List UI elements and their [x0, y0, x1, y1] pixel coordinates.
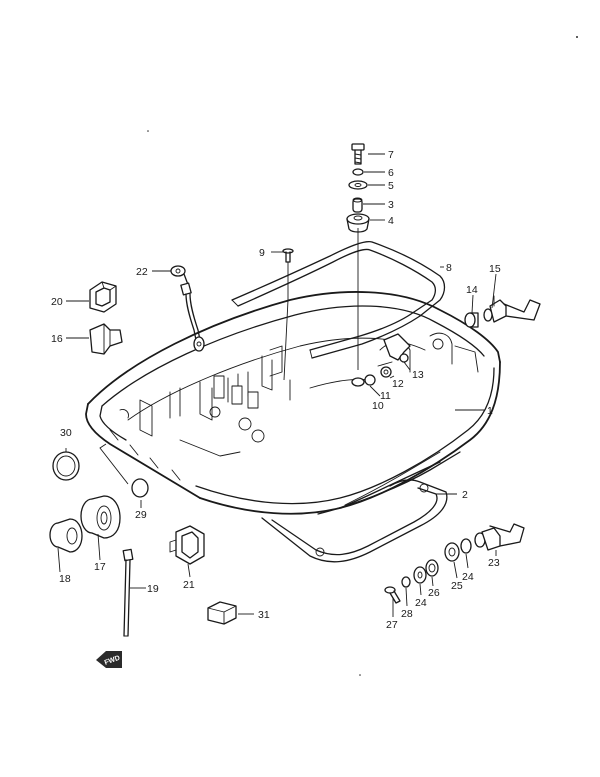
- screw-part-9: [282, 248, 294, 263]
- label-26: 26: [428, 587, 440, 599]
- label-9: 9: [259, 247, 265, 259]
- cable-tie-part-19: [122, 548, 134, 637]
- leader-lines: [57, 153, 497, 617]
- label-5: 5: [388, 180, 394, 192]
- gasket-part-2: [261, 479, 448, 563]
- label-27: 27: [386, 619, 398, 631]
- collar-part-3: [352, 197, 363, 213]
- label-21: 21: [183, 579, 195, 591]
- washer-part-6: [352, 168, 364, 176]
- ground-wire-part-22: [170, 265, 205, 352]
- label-24-lower: 24: [415, 597, 427, 609]
- label-23: 23: [488, 557, 500, 569]
- bolt-part-27: [384, 586, 401, 604]
- bracket-parts-10-13: [351, 333, 411, 387]
- label-8: 8: [446, 262, 452, 274]
- washer-part-5: [348, 180, 368, 190]
- lever-part-15: [483, 295, 541, 323]
- label-28: 28: [401, 608, 413, 620]
- label-31: 31: [258, 609, 270, 621]
- label-3: 3: [388, 199, 394, 211]
- label-2: 2: [462, 489, 468, 501]
- label-20: 20: [51, 296, 63, 308]
- grommet-part-14: [464, 312, 479, 328]
- label-25: 25: [451, 580, 463, 592]
- rubber-boot-part-20: [89, 281, 117, 313]
- forward-direction-marker: FWD: [96, 651, 122, 668]
- grommet-part-17: [80, 495, 121, 539]
- bushing-part-24-lower: [413, 566, 427, 584]
- bushing-part-26: [425, 559, 439, 577]
- label-16: 16: [51, 333, 63, 345]
- label-17: 17: [94, 561, 106, 573]
- bushing-part-24-upper: [460, 538, 472, 554]
- washer-part-28: [401, 576, 411, 588]
- label-14: 14: [466, 284, 478, 296]
- grommet-part-18: [49, 518, 83, 553]
- label-24-upper: 24: [462, 571, 474, 583]
- label-1: 1: [487, 405, 493, 417]
- plug-part-30: [52, 451, 80, 481]
- part-number-labels: 1 2 3 4 5 6 7 8 9 10 11 12 13 14 15 16 1…: [51, 149, 501, 631]
- label-13: 13: [412, 369, 424, 381]
- plug-part-29: [131, 478, 149, 498]
- lever-part-23: [474, 523, 525, 551]
- label-19: 19: [147, 583, 159, 595]
- label-30: 30: [60, 427, 72, 439]
- label-4: 4: [388, 215, 394, 227]
- label-29: 29: [135, 509, 147, 521]
- label-6: 6: [388, 167, 394, 179]
- label-7: 7: [388, 149, 394, 161]
- label-22: 22: [136, 266, 148, 278]
- bolt-part-7: [351, 143, 365, 165]
- seal-part-8: [231, 240, 446, 359]
- label-15: 15: [489, 263, 501, 275]
- label-10: 10: [372, 400, 384, 412]
- grommet-part-4: [346, 213, 370, 233]
- label-18: 18: [59, 573, 71, 585]
- bushing-part-25: [444, 542, 460, 562]
- label-12: 12: [392, 378, 404, 390]
- pad-part-31: [207, 601, 237, 625]
- label-11: 11: [380, 390, 391, 402]
- lower-cover-part-1: [85, 291, 501, 515]
- grommet-part-21: [169, 525, 205, 565]
- boot-part-16: [89, 323, 123, 355]
